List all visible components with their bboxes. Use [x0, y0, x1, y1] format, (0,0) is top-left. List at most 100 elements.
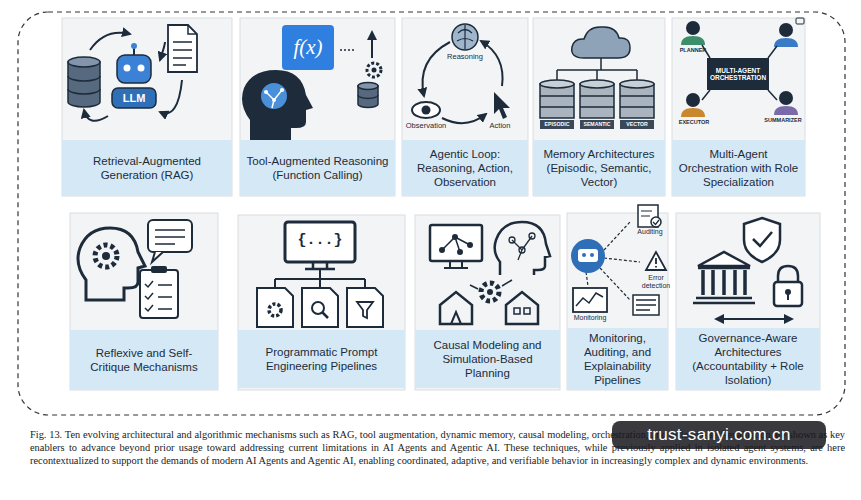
mechanism-label-box: Tool-Augmented Reasoning (Function Calli…	[240, 140, 395, 196]
mechanism-text-group: Tool-Augmented Reasoning (Function Calli…	[246, 154, 389, 182]
mechanism-label-box: Monitoring, Auditing, and Explainability…	[567, 328, 668, 390]
causal-icon	[430, 222, 550, 324]
monitoring-icon-part	[651, 217, 661, 227]
tool-icon-part	[261, 83, 287, 109]
multi-agent-icon-part	[796, 18, 804, 24]
icon-label: VECTOR	[620, 120, 654, 129]
memory-icon-part	[540, 120, 574, 129]
card-panel-part	[676, 213, 820, 390]
governance-icon-part	[744, 218, 780, 262]
loop-icon-part	[481, 41, 503, 86]
rag-icon-part	[168, 25, 197, 72]
governance-icon-part	[774, 282, 802, 306]
causal-icon-part	[519, 247, 525, 253]
prompt-pipeline-icon-part	[285, 222, 355, 262]
causal-icon-part	[514, 308, 520, 314]
mechanism-text-group: Causal Modeling and Simulation-Based Pla…	[421, 338, 554, 380]
monitoring-icon-part	[571, 239, 605, 273]
memory-icon-part	[540, 84, 654, 118]
causal-icon-part	[487, 289, 493, 295]
governance-icon-part	[778, 266, 798, 282]
card-panel-part	[672, 18, 805, 196]
rag-icon-part	[68, 76, 100, 94]
icon-label: EPISODIC	[540, 120, 574, 129]
icon-label: SUMMARIZER	[760, 116, 806, 124]
tool-icon-part	[272, 98, 276, 102]
mechanism-name: Memory Architectures (Episodic, Semantic…	[539, 147, 659, 189]
monitoring-icon-part	[641, 211, 652, 216]
tool-icon-part	[280, 88, 284, 92]
icon-label: MULTI-AGENT ORCHESTRATION	[707, 58, 769, 90]
monitoring-icon-part	[576, 293, 603, 306]
mechanism-name: Multi-Agent Orchestration with Role Spec…	[678, 147, 799, 189]
memory-icon-part	[620, 120, 654, 129]
reflexive-icon	[78, 220, 192, 318]
multi-agent-icon-part	[702, 45, 777, 100]
mechanism-label-box: Retrieval-Augmented Generation (RAG)	[62, 140, 232, 196]
icon-label: Reasoning	[438, 52, 492, 62]
reflexive-icon-part	[78, 228, 145, 300]
monitoring-icon-part	[638, 205, 658, 227]
tool-icon	[242, 25, 381, 140]
mechanism-text-group: Programmatic Prompt Engineering Pipeline…	[244, 345, 399, 373]
monitoring-icon-part	[578, 249, 598, 262]
tool-icon-part	[372, 68, 377, 73]
rag-icon-part	[124, 65, 131, 72]
icon-label: Monitoring	[566, 313, 614, 323]
icon-label: LLM	[112, 88, 156, 108]
loop-icon-part	[457, 25, 473, 49]
causal-icon-part	[452, 234, 458, 240]
loop-icon-part	[452, 24, 478, 50]
mechanism-text-group: Memory Architectures (Episodic, Semantic…	[539, 147, 659, 189]
multi-agent-icon-part	[707, 58, 769, 90]
card-panel-part	[238, 215, 405, 390]
mechanism-label-box: Multi-Agent Orchestration with Role Spec…	[672, 140, 805, 196]
card-panel-part	[62, 18, 232, 196]
prompt-pipeline-icon	[257, 222, 383, 327]
mechanism-label-box: Agentic Loop: Reasoning, Action, Observa…	[402, 140, 528, 196]
loop-icon	[412, 24, 510, 123]
tool-icon-part	[282, 25, 334, 70]
rag-icon-part	[68, 57, 100, 67]
multi-agent-icon	[681, 18, 804, 117]
rag-icon	[68, 25, 197, 121]
governance-icon-part	[693, 268, 755, 303]
loop-icon-part	[422, 106, 431, 115]
icon-label: PLANNER	[675, 46, 711, 54]
causal-icon-part	[495, 222, 550, 275]
monitoring-icon-part	[573, 288, 607, 312]
icon-label: Action	[484, 121, 516, 131]
mechanism-label-box: Causal Modeling and Simulation-Based Pla…	[415, 330, 560, 388]
loop-icon-part	[494, 92, 510, 119]
mechanism-name: Reflexive and Self-Critique Mechanisms	[76, 346, 212, 374]
causal-icon-part	[440, 292, 472, 324]
monitoring-icon-part	[653, 220, 659, 225]
mechanism-label-box: Memory Architectures (Episodic, Semantic…	[533, 140, 665, 196]
causal-icon-part	[506, 292, 538, 324]
mechanism-label-box: Reflexive and Self-Critique Mechanisms	[70, 330, 218, 390]
memory-icon	[540, 27, 654, 129]
memory-icon-part	[580, 80, 614, 88]
prompt-pipeline-icon-part	[275, 270, 365, 288]
memory-icon-part	[580, 120, 614, 129]
card-panel	[62, 18, 820, 390]
multi-agent-icon-part	[774, 38, 798, 47]
tool-icon-part	[358, 95, 378, 99]
mechanism-name: Tool-Augmented Reasoning (Function Calli…	[246, 154, 389, 182]
icon-label: Error detection	[636, 273, 676, 291]
card-panel-part	[415, 215, 560, 390]
reflexive-icon-part	[102, 252, 110, 260]
mechanism-text-group: Agentic Loop: Reasoning, Action, Observa…	[408, 147, 522, 189]
monitoring-icon-part	[582, 253, 586, 257]
mechanism-name: Governance-Aware Architectures (Accounta…	[682, 331, 814, 387]
reflexive-icon-part	[158, 285, 172, 309]
governance-icon-part	[787, 294, 789, 300]
governance-icon-part	[716, 318, 792, 320]
tool-icon-part	[266, 90, 282, 108]
monitoring-icon-part	[633, 295, 659, 315]
rag-icon-part	[138, 65, 145, 72]
causal-icon-part	[451, 312, 461, 324]
mechanism-name: Monitoring, Auditing, and Explainability…	[573, 331, 662, 387]
rag-icon-part	[131, 43, 137, 49]
multi-agent-icon-part	[681, 108, 705, 117]
